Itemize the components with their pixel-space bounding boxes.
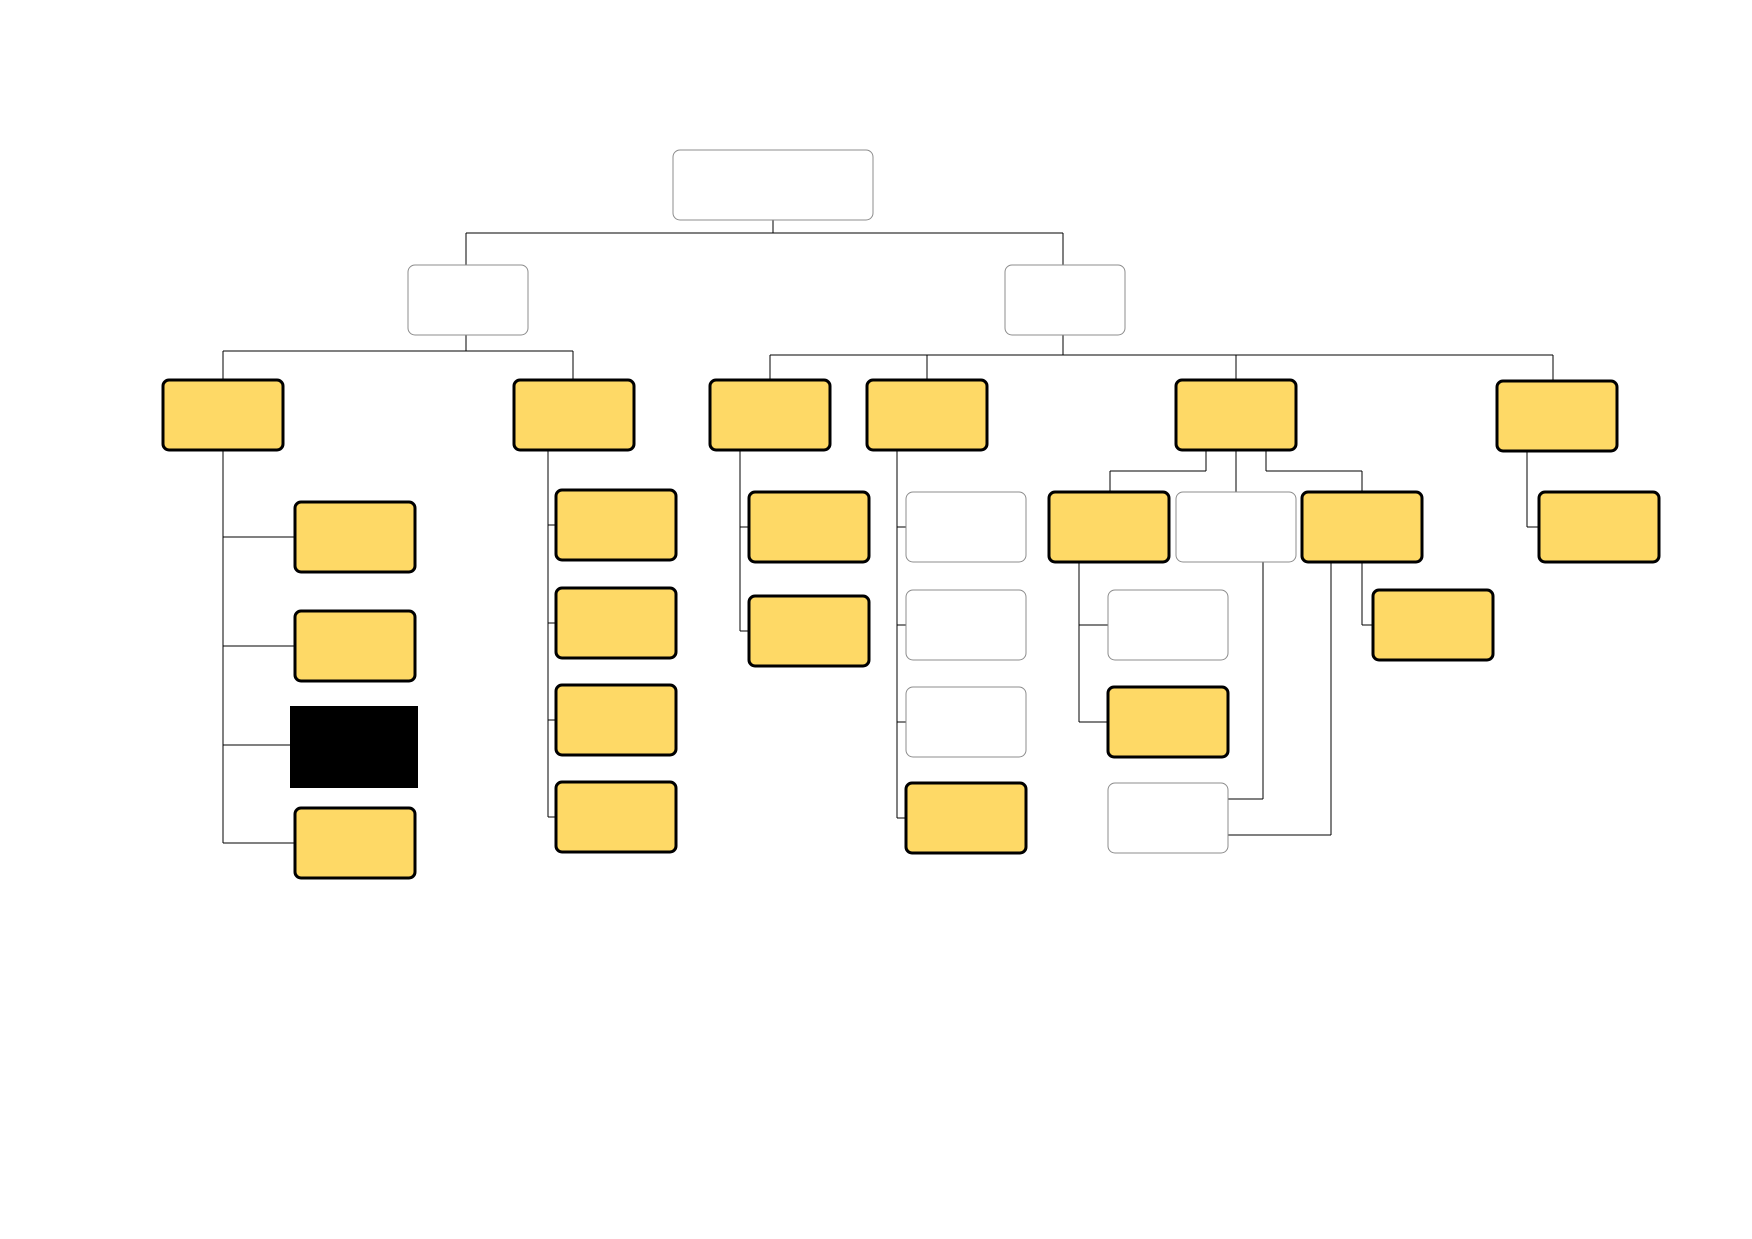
node-layer [161, 149, 1661, 880]
node-col1-item2 [293, 609, 417, 683]
node-col5-sub-left-child1 [1107, 589, 1229, 661]
node-col1-head [161, 378, 285, 452]
node-box [1495, 379, 1619, 453]
node-col1-item1 [293, 500, 417, 574]
node-box [512, 378, 636, 452]
node-box [407, 264, 529, 336]
node-col2-item2 [554, 586, 678, 660]
node-box [1371, 588, 1495, 662]
node-root [672, 149, 874, 221]
node-box [293, 500, 417, 574]
node-col3-head [708, 378, 832, 452]
node-col3-item1 [747, 490, 871, 564]
node-col5-sub-mid [1175, 491, 1297, 563]
node-col6-head [1495, 379, 1619, 453]
node-box [747, 594, 871, 668]
node-col6-item1 [1537, 490, 1661, 564]
node-col5-head [1174, 378, 1298, 452]
node-branch-left [407, 264, 529, 336]
node-box [905, 686, 1027, 758]
node-col5-sub-right [1300, 490, 1424, 564]
node-col5-sub-left [1047, 490, 1171, 564]
node-box [1537, 490, 1661, 564]
node-col2-item1 [554, 488, 678, 562]
node-col2-head [512, 378, 636, 452]
node-box [1107, 589, 1229, 661]
node-box [554, 780, 678, 854]
node-box [708, 378, 832, 452]
node-col1-item3 [290, 706, 418, 788]
node-box [554, 488, 678, 562]
node-box [905, 491, 1027, 563]
node-box [554, 586, 678, 660]
node-col5-sub-left-child2 [1106, 685, 1230, 759]
node-col4-item3 [905, 686, 1027, 758]
node-col5-shared-child [1107, 782, 1229, 854]
node-col4-item2 [905, 589, 1027, 661]
node-box [293, 806, 417, 880]
node-col4-head [865, 378, 989, 452]
node-box [672, 149, 874, 221]
node-box [554, 683, 678, 757]
node-box [1004, 264, 1126, 336]
node-col3-item2 [747, 594, 871, 668]
node-box [1107, 782, 1229, 854]
node-branch-right [1004, 264, 1126, 336]
node-col5-sub-right-child [1371, 588, 1495, 662]
node-box [747, 490, 871, 564]
node-col4-item4 [904, 781, 1028, 855]
node-box [904, 781, 1028, 855]
node-box [290, 706, 418, 788]
node-box [1174, 378, 1298, 452]
node-box [1175, 491, 1297, 563]
node-box [905, 589, 1027, 661]
node-box [161, 378, 285, 452]
node-col1-item4 [293, 806, 417, 880]
node-col4-item1 [905, 491, 1027, 563]
node-box [1047, 490, 1171, 564]
node-box [1300, 490, 1424, 564]
node-box [293, 609, 417, 683]
node-col2-item3 [554, 683, 678, 757]
node-box [1106, 685, 1230, 759]
node-col2-item4 [554, 780, 678, 854]
node-box [865, 378, 989, 452]
